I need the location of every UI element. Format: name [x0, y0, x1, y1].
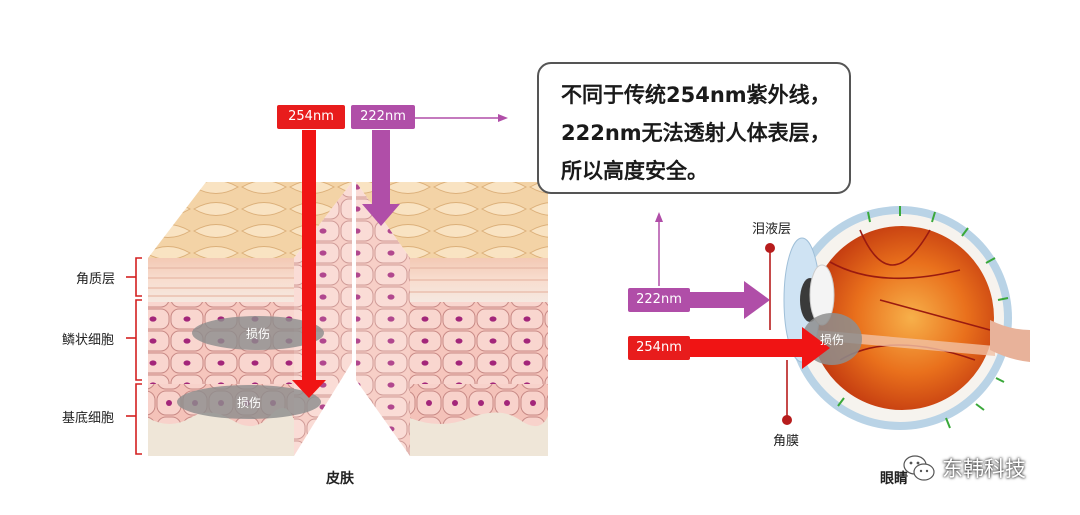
damage-label-1: 损伤 — [245, 327, 270, 341]
eye-caption: 眼睛 — [880, 471, 908, 487]
tag-254nm-eye: 254nm — [628, 336, 690, 360]
skin-block-right — [356, 182, 548, 456]
layer-label-basal-cells: 基底细胞 — [62, 411, 115, 426]
callout-line-2: 222nm无法透射人体表层， — [561, 121, 831, 145]
label-cornea: 角膜 — [773, 434, 800, 449]
layer-label-stratum-corneum: 角质层 — [76, 272, 116, 287]
callout-line-1: 不同于传统254nm紫外线， — [561, 83, 831, 107]
tag-222nm-skin: 222nm — [351, 105, 415, 129]
damage-label-eye: 损伤 — [819, 333, 844, 347]
damage-label-2: 损伤 — [236, 396, 261, 410]
tag-254nm-skin: 254nm — [277, 105, 345, 129]
damage-zone-1 — [192, 316, 324, 350]
wechat-icon — [903, 455, 935, 481]
watermark-text: 东韩科技 — [942, 457, 1026, 481]
damage-zone-2 — [177, 385, 321, 419]
watermark: 东韩科技 — [902, 448, 1026, 488]
skin-caption: 皮肤 — [326, 471, 354, 487]
arrow-254-eye — [690, 327, 830, 369]
arrow-222-skin — [362, 114, 508, 226]
layer-brackets — [126, 257, 142, 455]
eye-illustration — [783, 206, 1030, 430]
arrow-254-skin — [292, 130, 326, 398]
tag-222nm-eye: 222nm — [628, 288, 690, 312]
layer-label-squamous-cells: 鳞状细胞 — [62, 333, 115, 348]
callout-line-3: 所以高度安全。 — [561, 159, 708, 183]
arrow-222-eye — [655, 212, 770, 319]
callout-box: 不同于传统254nm紫外线， 222nm无法透射人体表层， 所以高度安全。 — [537, 62, 851, 194]
label-tear-film: 泪液层 — [752, 222, 792, 237]
eye-leaders — [765, 243, 792, 425]
